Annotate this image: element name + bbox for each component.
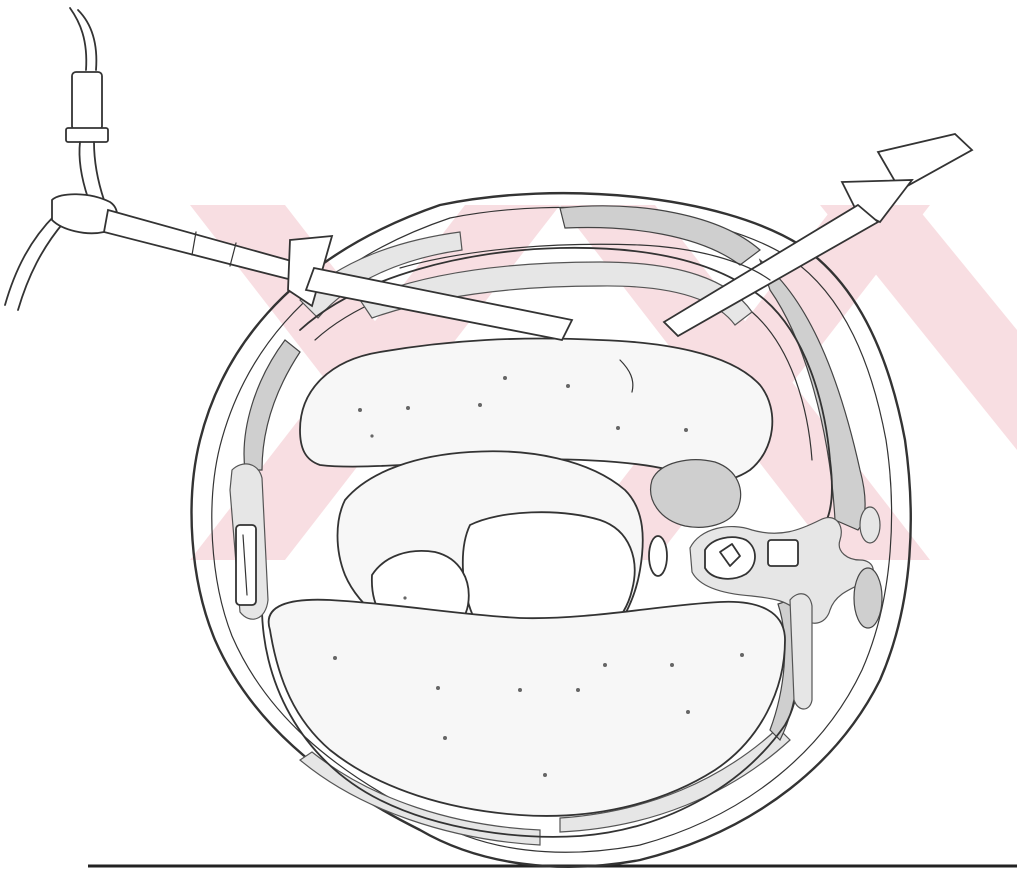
left-kidney-upper — [860, 507, 880, 543]
aorta — [649, 536, 667, 576]
right-wall-structure — [790, 594, 812, 709]
right-kidney — [854, 568, 882, 628]
lens-tube-icon — [5, 8, 117, 310]
left-wall-structure — [230, 464, 268, 619]
